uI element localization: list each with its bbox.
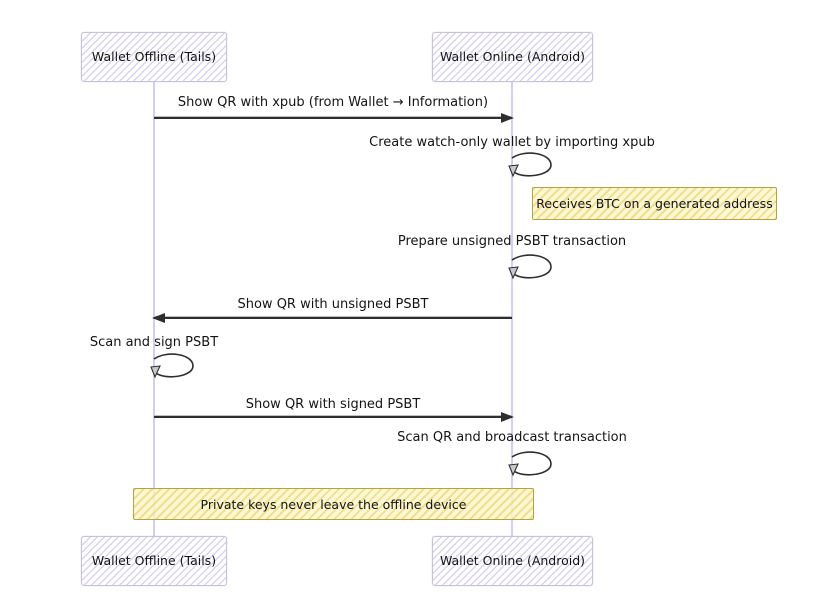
- self-loop-icon: [508, 451, 552, 477]
- lifeline-wallet-offline: [153, 82, 155, 536]
- self-loop-icon: [150, 353, 194, 379]
- participant-label: Wallet Online (Android): [439, 49, 586, 65]
- message-label-unsigned-psbt: Show QR with unsigned PSBT: [237, 297, 429, 312]
- note-label: Receives BTC on a generated address: [536, 196, 773, 211]
- note-private-keys: Private keys never leave the offline dev…: [133, 488, 534, 520]
- self-message-label-prepare-psbt: Prepare unsigned PSBT transaction: [397, 234, 627, 249]
- self-message-label-sign-psbt: Scan and sign PSBT: [89, 335, 219, 350]
- self-loop-icon: [508, 254, 552, 280]
- message-arrow-left-icon: [152, 313, 512, 323]
- participant-box-wallet-online-bottom: Wallet Online (Android): [432, 536, 593, 586]
- self-message-label-create-wallet: Create watch-only wallet by importing xp…: [369, 135, 655, 150]
- participant-label: Wallet Offline (Tails): [91, 553, 217, 569]
- note-label: Private keys never leave the offline dev…: [200, 496, 467, 512]
- self-message-label-broadcast: Scan QR and broadcast transaction: [397, 430, 627, 445]
- self-loop-icon: [508, 152, 552, 178]
- lifeline-wallet-online: [511, 82, 513, 536]
- participant-box-wallet-online-top: Wallet Online (Android): [432, 32, 593, 82]
- message-arrow-right-icon: [154, 113, 514, 123]
- participant-box-wallet-offline-bottom: Wallet Offline (Tails): [81, 536, 227, 586]
- message-arrow-right-icon: [154, 412, 514, 422]
- participant-box-wallet-offline-top: Wallet Offline (Tails): [81, 32, 227, 82]
- note-receives-btc: Receives BTC on a generated address: [532, 187, 777, 220]
- message-label-signed-psbt: Show QR with signed PSBT: [245, 397, 421, 412]
- participant-label: Wallet Offline (Tails): [91, 49, 217, 65]
- message-label-show-xpub: Show QR with xpub (from Wallet → Informa…: [177, 95, 489, 110]
- participant-label: Wallet Online (Android): [439, 553, 586, 569]
